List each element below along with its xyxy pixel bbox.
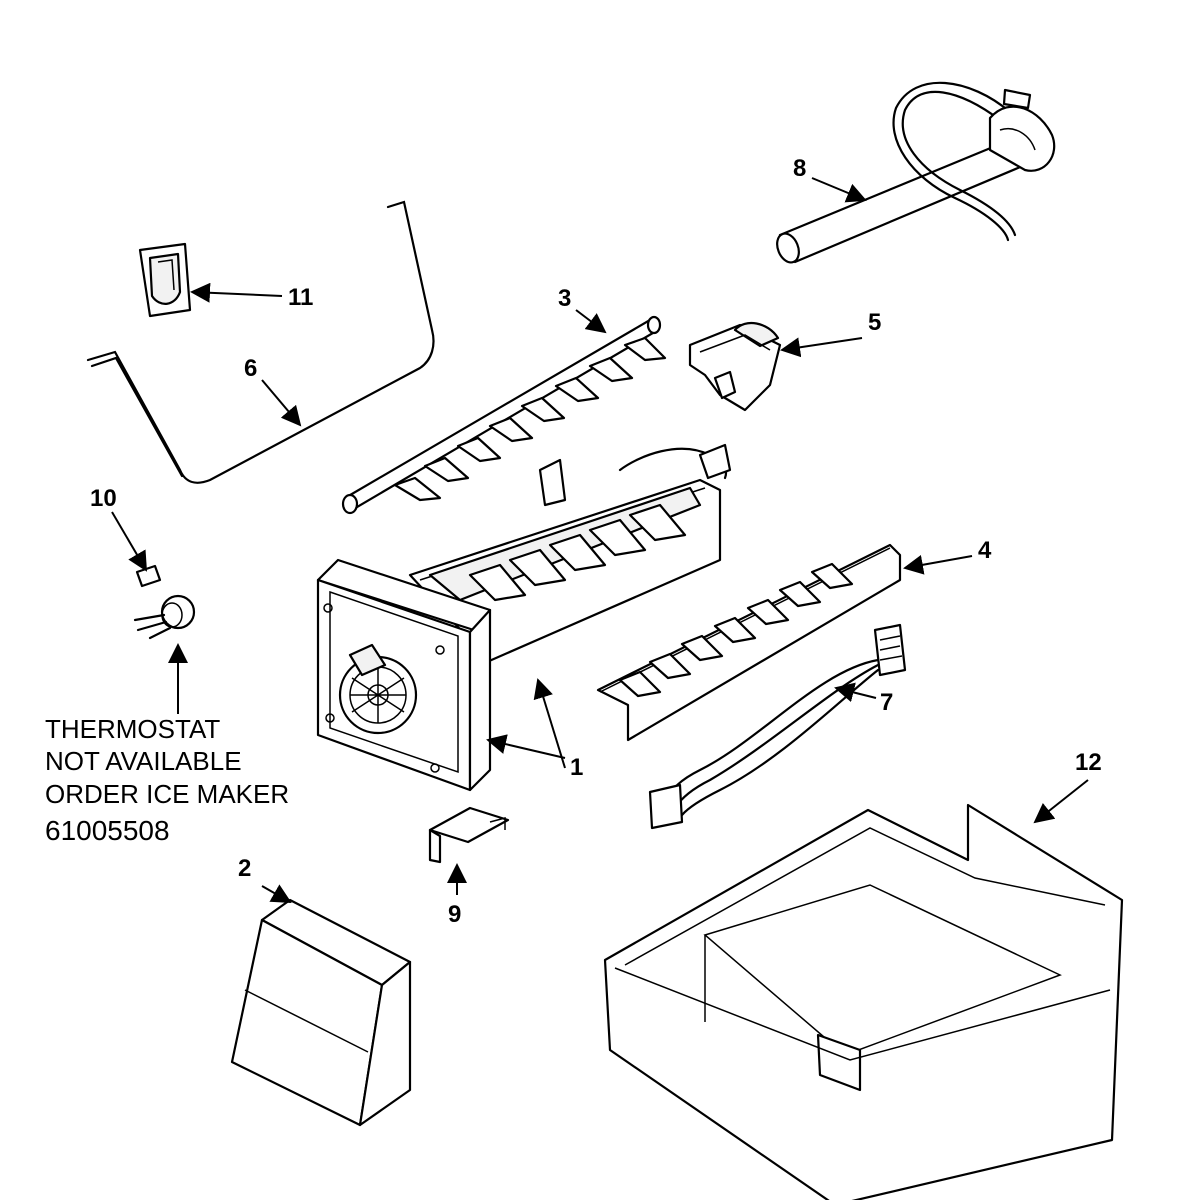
callout-11: 11 [288,284,313,311]
callout-9: 9 [448,901,461,928]
switch-part [688,321,782,412]
callout-5: 5 [868,309,881,336]
bracket-part [428,806,510,864]
callout-4: 4 [978,537,992,564]
stripper-part [596,543,902,742]
callout-2: 2 [238,855,251,882]
clip-part [138,242,192,318]
callout-7: 7 [880,689,893,716]
callout-10: 10 [90,485,117,512]
cover-part [230,898,412,1127]
ejector-part [341,315,667,515]
callout-3: 3 [558,285,571,312]
callout-8: 8 [793,155,806,182]
thermostat-part [133,564,196,640]
callout-1: 1 [570,754,583,781]
note-line-2: NOT AVAILABLE [45,746,242,776]
fill-tube-part [776,81,1056,264]
callout-12: 12 [1075,749,1102,776]
ice-bucket-part [603,803,1124,1200]
leader-lines [111,177,1089,903]
thermostat-note: THERMOSTAT NOT AVAILABLE ORDER ICE MAKER… [45,714,289,846]
note-line-3: ORDER ICE MAKER [45,779,289,809]
note-line-1: THERMOSTAT [45,714,220,744]
ice-maker-part [316,443,732,792]
shutoff-arm-part [86,200,435,484]
note-part-number: 61005508 [45,815,170,846]
callout-6: 6 [244,355,257,382]
